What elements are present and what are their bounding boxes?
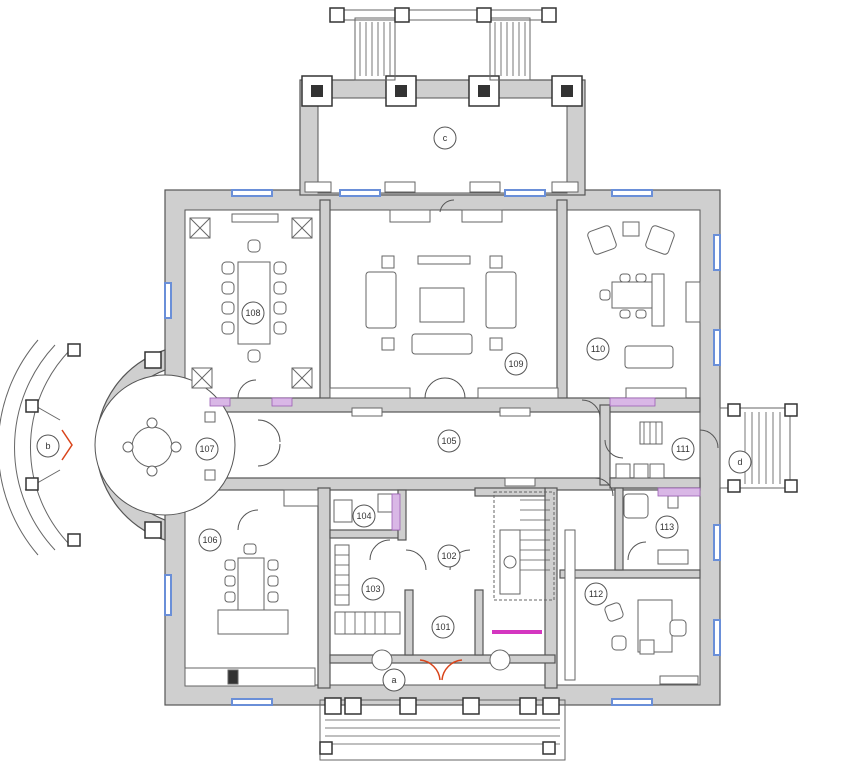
north-porch — [299, 7, 586, 196]
room-tag-label: 112 — [589, 589, 603, 599]
room-tag-110: 110 — [586, 337, 610, 361]
room-tag-label: 109 — [508, 359, 523, 369]
room-tag-102: 102 — [437, 544, 461, 568]
hall-doors — [204, 379, 719, 571]
pantry-furniture — [333, 493, 401, 635]
room-tag-label: 101 — [435, 622, 450, 632]
room-tag-111: 111 — [671, 437, 695, 461]
zone-tag-a: a — [382, 668, 406, 692]
room-tag-label: 111 — [676, 444, 690, 454]
room-tag-label: 106 — [202, 535, 217, 545]
room-tag-103: 103 — [361, 577, 385, 601]
room-tag-label: 108 — [245, 308, 260, 318]
porch-column — [385, 75, 417, 107]
dining-room-furniture — [189, 213, 313, 407]
room-tag-label: 105 — [441, 436, 456, 446]
room-tag-label: 113 — [660, 522, 674, 532]
porch-column — [551, 75, 583, 107]
room-tag-104: 104 — [352, 504, 376, 528]
kitchen-furniture — [184, 489, 319, 687]
room-tag-label: 104 — [356, 511, 371, 521]
zone-tag-c: c — [433, 126, 457, 150]
zone-tag-label: b — [45, 441, 50, 451]
room-tag-label: 107 — [199, 444, 214, 454]
zone-tag-d: d — [728, 450, 752, 474]
plant-icon — [189, 217, 211, 239]
room-tag-108: 108 — [241, 301, 265, 325]
porch-column — [301, 75, 333, 107]
porch-column — [468, 75, 500, 107]
plant-icon — [291, 367, 313, 389]
room-tag-label: 102 — [441, 551, 456, 561]
main-staircase — [492, 491, 555, 634]
east-stairs — [719, 403, 798, 493]
zone-tag-label: c — [443, 133, 448, 143]
study-room-furniture — [587, 221, 701, 407]
north-stairs — [329, 7, 557, 81]
plant-icon — [291, 217, 313, 239]
windows — [164, 189, 721, 706]
zone-tag-label: d — [737, 457, 742, 467]
room-tag-105: 105 — [437, 429, 461, 453]
zone-tag-label: a — [391, 675, 396, 685]
room-tag-label: 103 — [365, 584, 380, 594]
room-tag-107: 107 — [195, 437, 219, 461]
room-tag-112: 112 — [584, 582, 608, 606]
zone-tag-b: b — [36, 434, 60, 458]
room-tag-label: 110 — [591, 344, 605, 354]
room-tag-101: 101 — [431, 615, 455, 639]
west-rotunda — [0, 339, 236, 556]
bedroom-furniture — [564, 529, 699, 685]
south-porch — [319, 649, 566, 761]
room-tag-109: 109 — [504, 352, 528, 376]
plant-icon — [191, 367, 213, 389]
room-tag-106: 106 — [198, 528, 222, 552]
room-tag-113: 113 — [655, 515, 679, 539]
bath-furniture — [615, 421, 701, 565]
living-room-furniture — [329, 199, 559, 399]
